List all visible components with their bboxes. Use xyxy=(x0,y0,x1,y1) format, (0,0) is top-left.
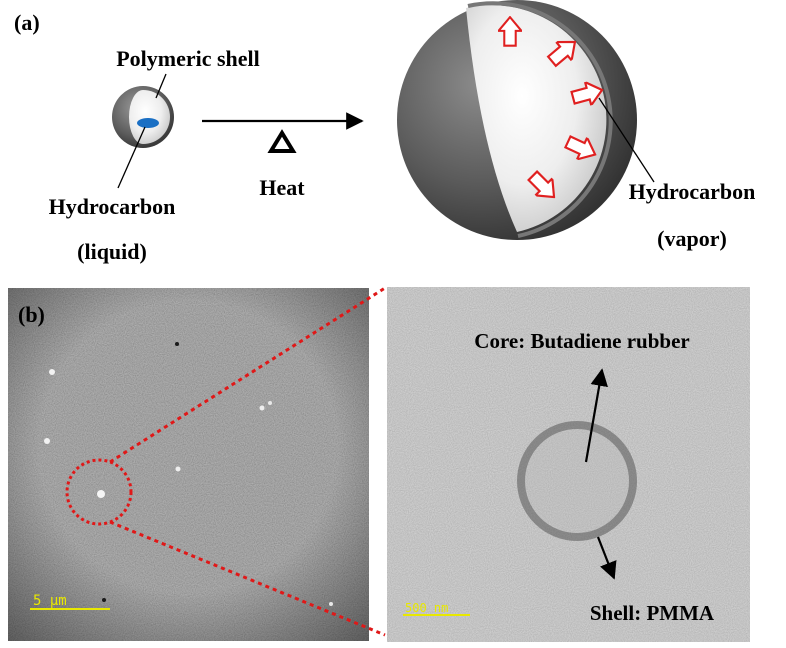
particle-core-region xyxy=(525,429,629,533)
scale-bar-left-label: 5 μm xyxy=(33,593,67,609)
small-capsule-interior xyxy=(129,90,170,144)
small-capsule xyxy=(112,86,174,148)
shell-pointer-arrow xyxy=(596,536,617,580)
expanded-capsule xyxy=(397,0,637,240)
panel-b-label: (b) xyxy=(18,302,45,327)
particle-dot xyxy=(44,438,50,444)
shell-pointer-line xyxy=(155,73,167,99)
core-pointer-arrow xyxy=(584,368,608,463)
expanded-capsule-interior xyxy=(466,5,607,232)
tem-image-high-mag: Core: Butadiene rubber Shell: PMMA 500 n… xyxy=(387,287,750,642)
particle-dot xyxy=(259,405,265,411)
liquid-hydrocarbon-drop xyxy=(137,118,159,128)
tem-image-low-mag: 5 μm (b) xyxy=(8,288,369,641)
zoom-line-top xyxy=(109,286,386,464)
panel-a-label: (a) xyxy=(14,10,40,35)
core-shell-particle xyxy=(517,421,637,541)
zoom-region-circle xyxy=(65,458,133,526)
tem-right-background xyxy=(387,287,750,642)
scale-bar-right-label: 500 nm xyxy=(405,601,448,615)
particle-dot xyxy=(102,598,106,602)
liquid-pointer-line xyxy=(117,126,146,189)
particle-dot xyxy=(97,490,105,498)
vapor-pointer-line xyxy=(598,97,655,183)
particle-dot xyxy=(175,466,181,472)
particle-dot xyxy=(175,342,179,346)
polymeric-shell-label: Polymeric shell xyxy=(116,46,260,71)
particle-dot xyxy=(329,602,333,606)
shell-label: Shell: PMMA xyxy=(590,601,715,625)
heat-label: Heat xyxy=(259,175,305,200)
hydrocarbon-liquid-label-line1: Hydrocarbon xyxy=(49,194,176,219)
hydrocarbon-vapor-label-line2: (vapor) xyxy=(657,226,727,251)
zoom-line-bottom xyxy=(109,520,386,637)
expanded-shell-rim xyxy=(467,1,613,238)
heat-triangle-icon xyxy=(267,129,297,153)
panel-a: (a) Polymeric shell Hydrocarbon (liquid)… xyxy=(14,0,755,264)
particle-dot xyxy=(49,369,55,375)
core-label: Core: Butadiene rubber xyxy=(474,329,689,353)
particle-dot xyxy=(268,401,272,405)
hydrocarbon-vapor-label-line1: Hydrocarbon xyxy=(629,179,756,204)
tem-left-vignette xyxy=(8,288,369,641)
panel-b: 5 μm (b) Core: Butadiene rubber Shell: P… xyxy=(8,286,750,642)
tem-right-tint xyxy=(387,287,750,642)
hydrocarbon-liquid-label-line2: (liquid) xyxy=(77,239,147,264)
